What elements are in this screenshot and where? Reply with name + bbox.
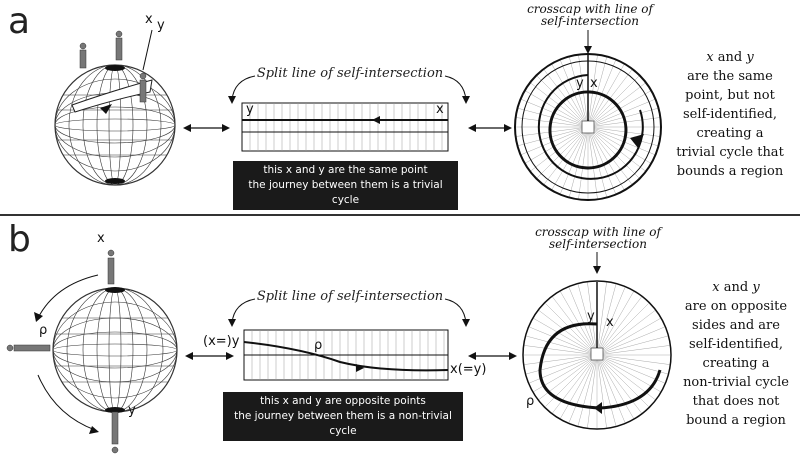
info-box-b-line2: the journey between them is a non-trivia… bbox=[234, 410, 452, 437]
desc-a-l5: creating a bbox=[696, 126, 764, 141]
split-caption-a: Split line of self-intersection bbox=[256, 66, 444, 81]
strip-b-curve bbox=[243, 341, 449, 372]
info-box-a: this x and y are the same point the jour… bbox=[233, 161, 458, 210]
sphere-a-arrow bbox=[100, 104, 112, 114]
desc-b-l5: creating a bbox=[702, 356, 770, 371]
crosscap-a-y-label: y bbox=[576, 76, 584, 91]
crosscap-caption-b-line1: crosscap with line of bbox=[535, 225, 661, 239]
desc-a-l4: self-identified, bbox=[682, 107, 777, 122]
desc-a-l6: trivial cycle that bbox=[676, 145, 784, 160]
crosscap-b-x-label: x bbox=[606, 315, 614, 330]
strip-a-y-label: y bbox=[246, 102, 254, 117]
desc-a-l2: are the same bbox=[687, 69, 773, 84]
crosscap-b-rho-label: ρ bbox=[526, 394, 535, 409]
info-box-a-line1: this x and y are the same point bbox=[263, 164, 428, 176]
strip-b-rho-label: ρ bbox=[314, 338, 323, 353]
desc-b-l3: sides and are bbox=[692, 318, 780, 333]
strip-b-right-label: x(=y) bbox=[450, 362, 487, 377]
crosscap-b-arrow bbox=[594, 402, 602, 414]
desc-a-x: x bbox=[706, 50, 714, 65]
strip-b-left-label: (x=)y bbox=[203, 334, 240, 349]
info-box-b-line1: this x and y are opposite points bbox=[260, 395, 426, 407]
desc-b-y: y bbox=[752, 280, 760, 295]
crosscap-b-y-label: y bbox=[587, 309, 595, 324]
info-box-a-line2: the journey between them is a trivial cy… bbox=[248, 179, 443, 206]
desc-b-l7: that does not bbox=[692, 394, 780, 409]
crosscap-caption-b-line2: self-intersection bbox=[549, 237, 647, 251]
panel-divider bbox=[0, 214, 800, 216]
strip-b-arrow bbox=[356, 364, 364, 372]
split-caption-b: Split line of self-intersection bbox=[256, 289, 444, 304]
desc-b-l2: are on opposite bbox=[684, 299, 788, 314]
crosscap-caption-a: crosscap with line of self-intersection bbox=[520, 3, 660, 27]
description-b: x and y are on opposite sides and are se… bbox=[672, 278, 800, 430]
strip-a-arrow bbox=[372, 116, 380, 124]
crosscap-caption-a-line1: crosscap with line of bbox=[527, 2, 653, 16]
desc-b-l8: bound a region bbox=[686, 413, 786, 428]
panel-a-letter: a bbox=[8, 1, 31, 42]
desc-a-y: y bbox=[746, 50, 754, 65]
desc-b-x: x bbox=[712, 280, 720, 295]
desc-a-l3: point, but not bbox=[685, 88, 775, 103]
crosscap-caption-b: crosscap with line of self-intersection bbox=[528, 226, 668, 250]
sphere-b-rho-label: ρ bbox=[39, 323, 48, 338]
crosscap-a-arrow bbox=[630, 134, 644, 148]
sphere-b-x-label: x bbox=[97, 231, 105, 246]
info-box-b: this x and y are opposite points the jou… bbox=[223, 392, 463, 441]
desc-a-and: and bbox=[713, 50, 747, 65]
sphere-a-slit bbox=[71, 79, 153, 113]
desc-a-l7: bounds a region bbox=[676, 164, 784, 179]
sphere-a-y-label: y bbox=[157, 18, 165, 33]
sphere-a-grid bbox=[54, 64, 176, 186]
desc-b-l6: non-trivial cycle bbox=[683, 375, 789, 390]
figure-icon bbox=[79, 30, 147, 103]
panel-b-letter: b bbox=[8, 219, 31, 260]
crosscap-a-trivial-cycle bbox=[548, 90, 628, 170]
figure-icon bbox=[6, 249, 119, 454]
sphere-b-y-label: y bbox=[128, 403, 136, 418]
crosscap-a-x-label: x bbox=[590, 76, 598, 91]
desc-b-l4: self-identified, bbox=[688, 337, 783, 352]
crosscap-caption-a-line2: self-intersection bbox=[541, 14, 639, 28]
description-a: x and y are the same point, but not self… bbox=[660, 48, 800, 181]
strip-a-x-label: x bbox=[436, 102, 444, 117]
desc-b-and: and bbox=[719, 280, 753, 295]
crosscap-b-nontrivial-cycle bbox=[538, 322, 662, 410]
sphere-a-x-label: x bbox=[145, 12, 153, 27]
